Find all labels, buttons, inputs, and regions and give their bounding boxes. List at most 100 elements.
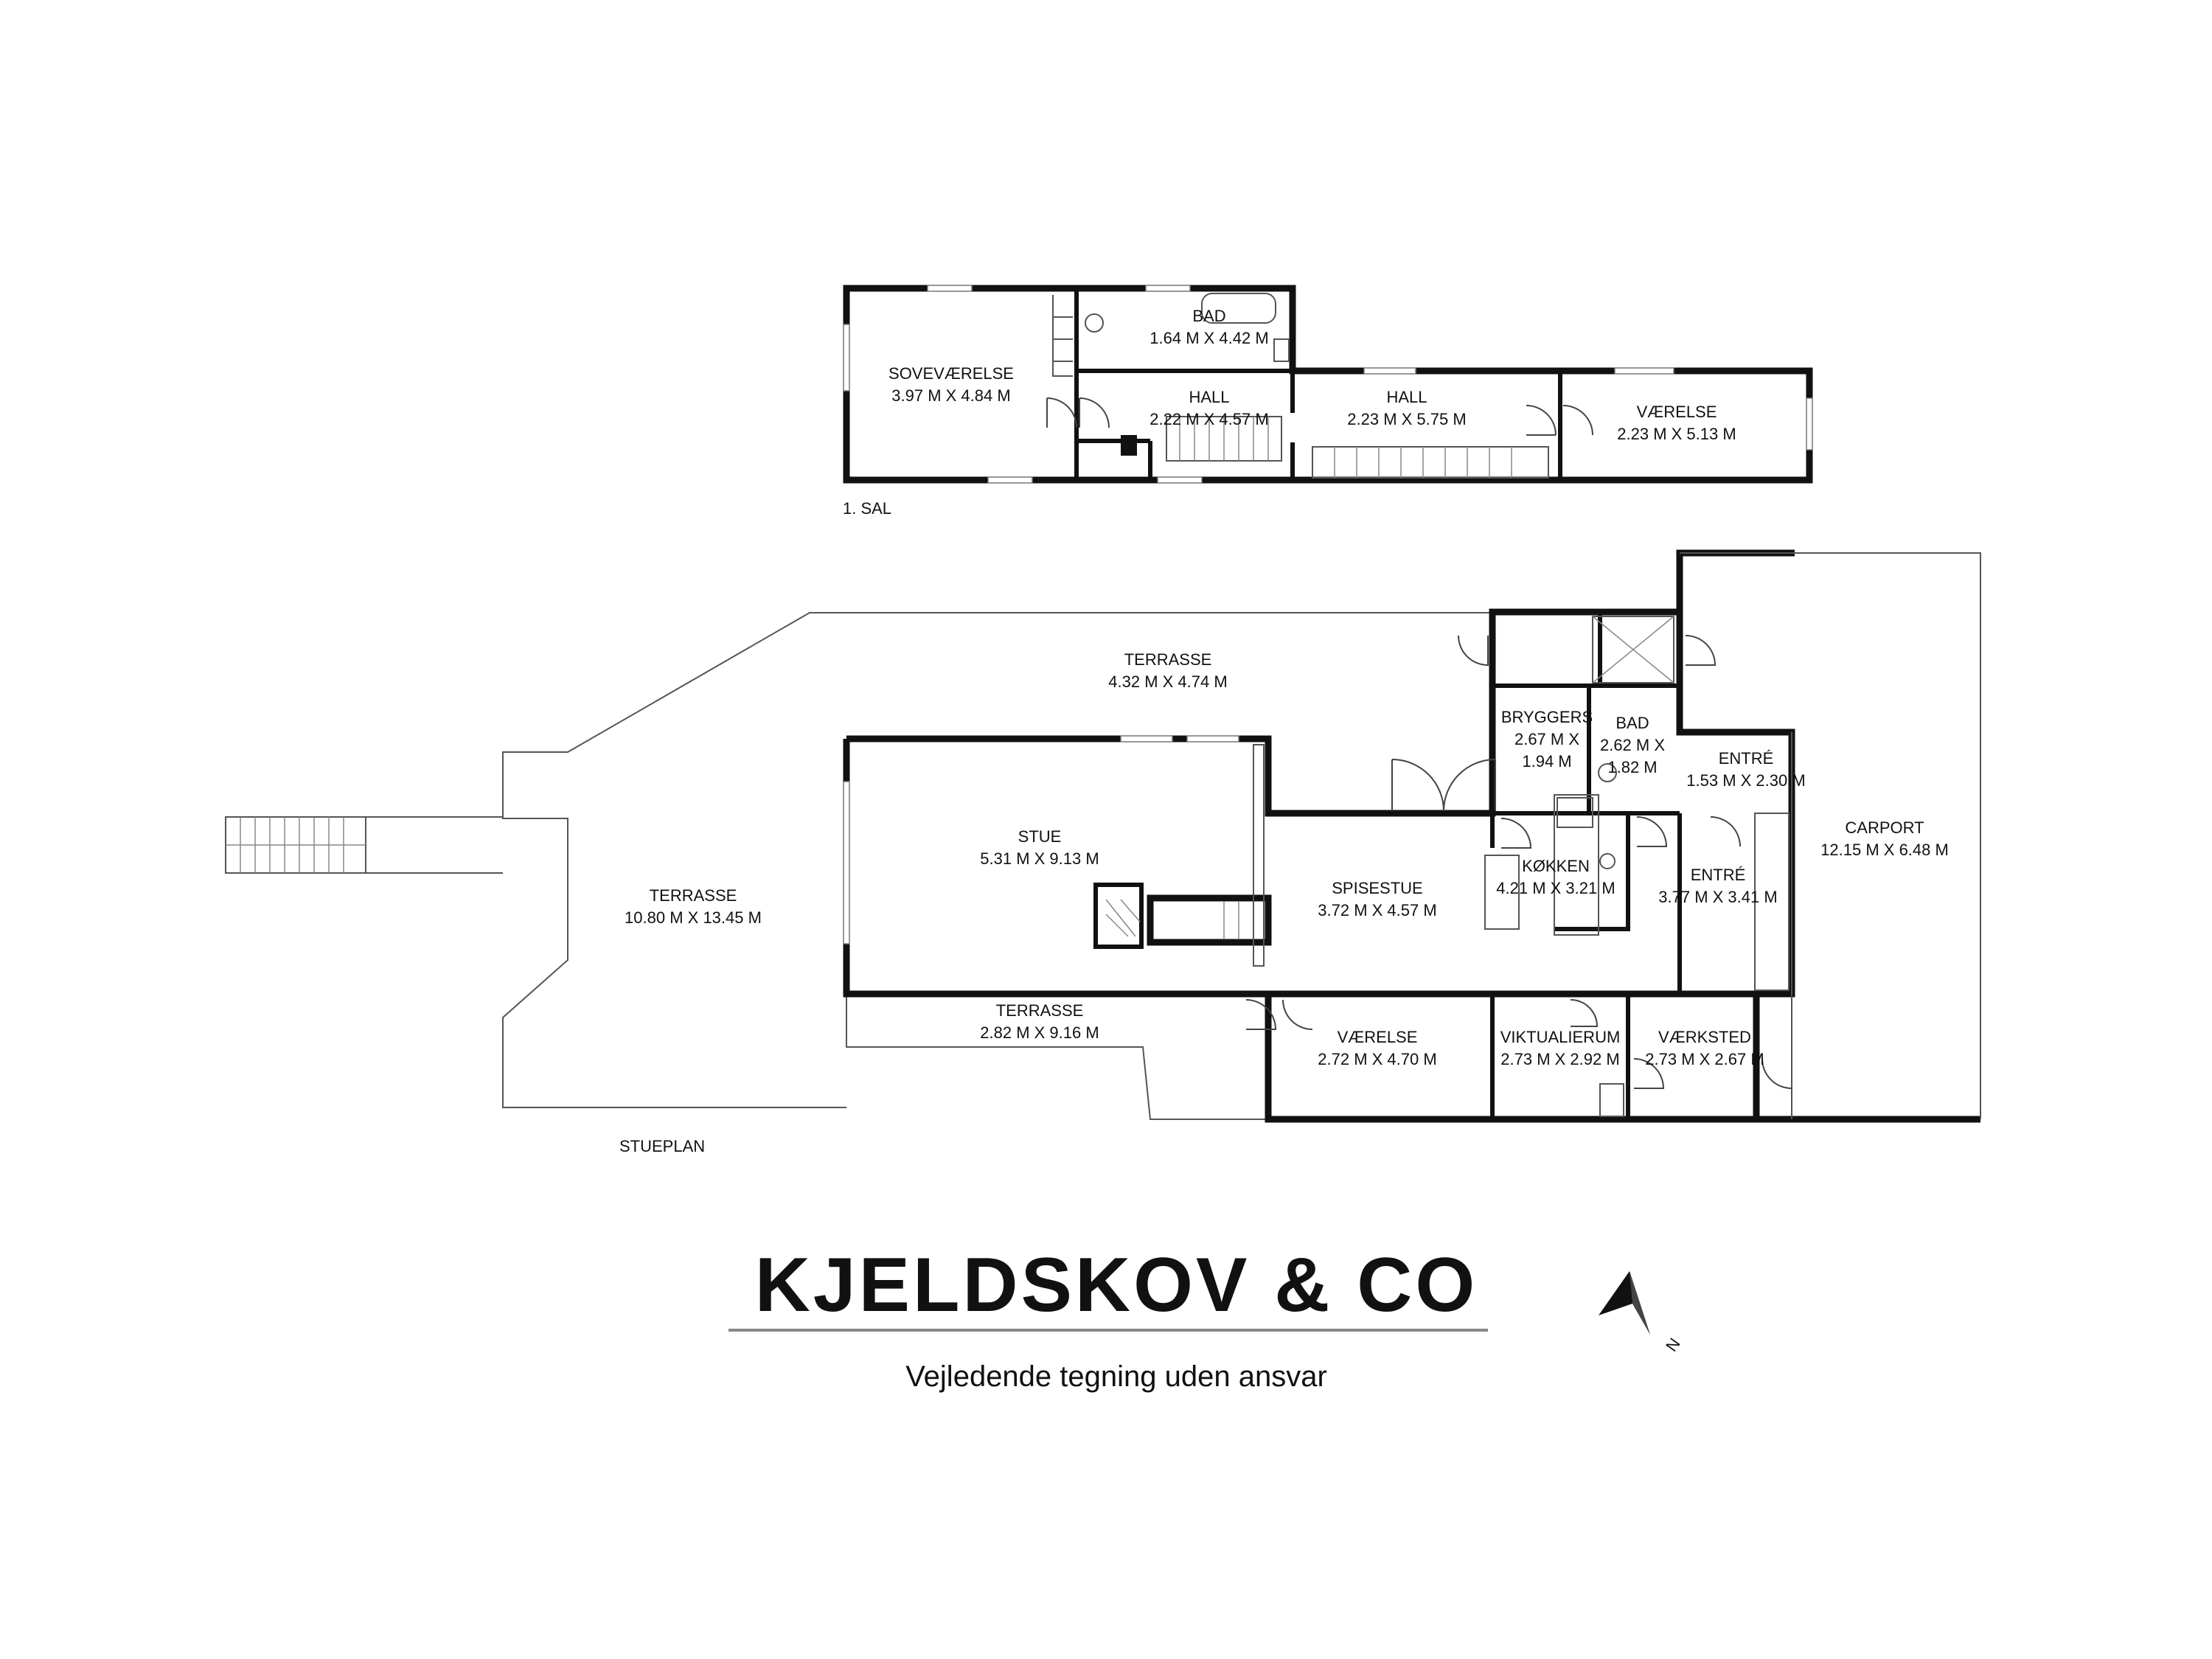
room-size2-bryggers: 1.94 M xyxy=(1522,752,1571,771)
compass: N xyxy=(1599,1271,1684,1354)
door-swing xyxy=(1633,1058,1665,1089)
interior-stair-wall xyxy=(1147,894,1272,946)
room-name-entre-main: ENTRÉ xyxy=(1691,866,1746,884)
door-swing xyxy=(1079,397,1110,428)
closet xyxy=(1052,295,1073,377)
bathroom-sink xyxy=(1598,763,1617,782)
brand-divider xyxy=(728,1329,1488,1332)
first-floor-interior-walls xyxy=(1074,288,1562,480)
staircase-steps xyxy=(1179,417,1269,461)
room-name-vaerelse-1: VÆRELSE xyxy=(1637,403,1717,421)
room-name-kokken: KØKKEN xyxy=(1522,857,1590,875)
room-size-terrasse-bottom: 2.82 M X 9.16 M xyxy=(980,1023,1099,1042)
door-swing xyxy=(1046,397,1077,428)
room-size-entre-main: 3.77 M X 3.41 M xyxy=(1658,888,1777,906)
room-name-spisestue: SPISESTUE xyxy=(1332,879,1422,897)
fireplace xyxy=(1093,883,1144,949)
room-size-terrasse-left: 10.80 M X 13.45 M xyxy=(625,908,762,927)
room-name-hall-1: HALL xyxy=(1189,388,1229,406)
room-size-spisestue: 3.72 M X 4.57 M xyxy=(1318,901,1436,919)
double-door xyxy=(1391,759,1496,812)
ground-floor-plan xyxy=(225,549,1981,1123)
window xyxy=(1363,367,1416,375)
brand-logo: KJELDSKOV & CO xyxy=(755,1242,1478,1328)
window xyxy=(1614,367,1674,375)
door-swing xyxy=(1458,635,1489,667)
room-name-bryggers: BRYGGERS xyxy=(1501,708,1593,726)
room-size-entre-small: 1.53 M X 2.30 M xyxy=(1686,771,1805,790)
north-label: N xyxy=(1662,1335,1684,1354)
door-swing xyxy=(1636,816,1668,847)
north-arrow-icon xyxy=(1599,1271,1650,1335)
room-name-stue: STUE xyxy=(1018,827,1062,846)
door-swing xyxy=(1570,999,1599,1027)
door-swing xyxy=(1245,999,1277,1030)
door-swing xyxy=(1562,405,1593,436)
brand-block: KJELDSKOV & CO Vejledende tegning uden a… xyxy=(728,1242,1488,1393)
kitchen-counter xyxy=(1554,794,1599,936)
terrace-outline-bottom xyxy=(846,995,1268,1120)
first-floor-outer-wall xyxy=(843,285,1813,484)
room-size-kokken: 4.21 M X 3.21 M xyxy=(1496,879,1615,897)
closet xyxy=(1754,813,1790,991)
door-swing xyxy=(1282,999,1313,1030)
shower xyxy=(1592,616,1674,684)
stairs-railing xyxy=(366,816,503,874)
door-swing xyxy=(1685,635,1717,666)
staircase-steps xyxy=(1334,447,1512,478)
room-size-bryggers: 2.67 M X xyxy=(1514,730,1579,748)
fireplace-hatch xyxy=(1105,899,1141,937)
outdoor-stairs-steps xyxy=(226,817,366,873)
floor-caption-ground: STUEPLAN xyxy=(619,1137,705,1155)
room-name-terrasse-bottom: TERRASSE xyxy=(996,1001,1084,1020)
chimney xyxy=(1121,435,1137,456)
brand-tagline: Vejledende tegning uden ansvar xyxy=(905,1360,1327,1393)
kitchen-island xyxy=(1484,855,1520,930)
room-size-vaerelse-2: 2.72 M X 4.70 M xyxy=(1318,1050,1436,1068)
room-size-bad-1: 1.64 M X 4.42 M xyxy=(1150,329,1268,347)
carport-outline xyxy=(1680,552,1981,1119)
room-name-bad-2: BAD xyxy=(1615,714,1649,732)
interior-stair-steps xyxy=(1223,901,1254,939)
window xyxy=(1157,476,1203,484)
first-floor-plan xyxy=(843,285,1813,484)
room-size-stue: 5.31 M X 9.13 M xyxy=(980,849,1099,868)
window xyxy=(843,324,850,392)
window xyxy=(1186,735,1239,742)
room-size-hall-1: 2.22 M X 4.57 M xyxy=(1150,410,1268,428)
kitchen-sink xyxy=(1599,853,1615,869)
room-size-sovevaerelse: 3.97 M X 4.84 M xyxy=(891,386,1010,405)
room-name-vaerksted: VÆRKSTED xyxy=(1658,1028,1751,1046)
toilet xyxy=(1273,338,1290,362)
window xyxy=(1806,397,1813,451)
shower-cross xyxy=(1592,616,1674,684)
room-name-sovevaerelse: SOVEVÆRELSE xyxy=(888,364,1014,383)
room-name-bad-1: BAD xyxy=(1192,307,1225,325)
stue-partition xyxy=(1253,744,1265,967)
room-size-terrasse-top: 4.32 M X 4.74 M xyxy=(1108,672,1227,691)
room-size-hall-2: 2.23 M X 5.75 M xyxy=(1347,410,1466,428)
room-size-vaerksted: 2.73 M X 2.67 M xyxy=(1645,1050,1764,1068)
floor-caption-first: 1. SAL xyxy=(843,499,891,518)
window xyxy=(1120,735,1173,742)
north-arrow-half-icon xyxy=(1630,1271,1650,1335)
door-swing xyxy=(1500,818,1532,849)
window xyxy=(927,285,973,292)
room-name-terrasse-top: TERRASSE xyxy=(1124,650,1212,669)
room-size-bad-2: 2.62 M X xyxy=(1600,736,1665,754)
room-size-carport: 12.15 M X 6.48 M xyxy=(1820,841,1949,859)
staircase xyxy=(1312,446,1549,479)
room-name-carport: CARPORT xyxy=(1845,818,1924,837)
stove xyxy=(1557,797,1593,828)
window xyxy=(1145,285,1191,292)
main-house-interior-walls xyxy=(1268,612,1682,1119)
bathtub xyxy=(1201,293,1276,324)
room-name-hall-2: HALL xyxy=(1386,388,1427,406)
window xyxy=(987,476,1033,484)
room-size2-bad-2: 1.82 M xyxy=(1607,758,1657,776)
room-size-vaerelse-1: 2.23 M X 5.13 M xyxy=(1617,425,1736,443)
room-labels: 1. SAL STUEPLAN SOVEVÆRELSE 3.97 M X 4.8… xyxy=(619,307,1949,1155)
room-name-vaerelse-2: VÆRELSE xyxy=(1338,1028,1418,1046)
room-name-viktualierum: VIKTUALIERUM xyxy=(1500,1028,1621,1046)
